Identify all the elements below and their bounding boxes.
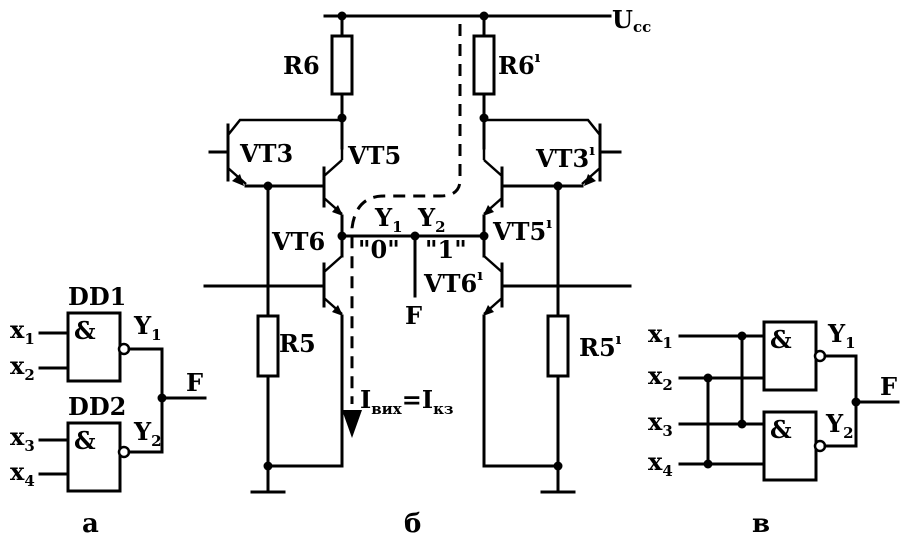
current-equation-label: Iвих=Iкз xyxy=(360,385,453,418)
transistor-vt5-prime-label: VT5ı xyxy=(492,214,552,246)
gate-dd2-label: DD2 xyxy=(68,392,126,421)
transistor-vt6-prime-label: VT6ı xyxy=(423,266,483,298)
transistor-vt5-label: VT5 xyxy=(347,141,401,170)
panel-b-caption: б xyxy=(404,509,421,539)
gate-dd1-label: DD1 xyxy=(68,282,126,311)
panel-a-caption: а xyxy=(82,509,99,539)
resistor-r6-prime xyxy=(472,34,496,96)
state-zero-label: "0" xyxy=(358,235,400,264)
input-x4-label: x4 xyxy=(10,457,35,490)
resistor-r5-prime-label: R5ı xyxy=(579,330,622,362)
supply-label: Ucc xyxy=(612,5,651,36)
resistor-r5-label: R5 xyxy=(279,329,316,358)
state-one-label: "1" xyxy=(425,235,467,264)
output-y1-label: Y1 xyxy=(133,311,162,344)
gate-upper-symbol: & xyxy=(770,325,792,354)
input-x2-label: x2 xyxy=(10,351,35,384)
output-y2-label: Y2 xyxy=(133,417,162,450)
transistor-vt6-label: VT6 xyxy=(271,227,325,256)
transistor-vt3-prime-label: VT3ı xyxy=(535,141,595,173)
input-x3-label: x3 xyxy=(10,422,35,455)
resistor-r6-label: R6 xyxy=(283,51,320,80)
input-x3-label: x3 xyxy=(648,407,673,440)
input-x1-label: x1 xyxy=(10,315,35,348)
panel-a: DD1 DD2 & & x1 x2 x3 x4 Y1 Y2 F а xyxy=(10,282,207,539)
input-x1-label: x1 xyxy=(648,319,673,352)
output-f-label: F xyxy=(880,372,897,401)
resistor-r6 xyxy=(330,34,354,96)
output-y2-label: Y2 xyxy=(825,409,854,442)
gate-lower-symbol: & xyxy=(770,415,792,444)
short-circuit-current-path xyxy=(350,24,462,404)
resistor-r5-prime xyxy=(546,314,570,378)
gate-dd1-symbol: & xyxy=(74,316,96,345)
gate-dd2-symbol: & xyxy=(74,426,96,455)
gate-dd2 xyxy=(66,421,122,493)
current-arrow-icon xyxy=(342,410,362,438)
input-x2-label: x2 xyxy=(648,361,673,394)
transistor-vt3-label: VT3 xyxy=(239,139,293,168)
output-f-label: F xyxy=(405,301,422,330)
resistor-r6-prime-label: R6ı xyxy=(498,48,541,80)
node-y1-label: Y1 xyxy=(374,203,403,236)
output-f-label: F xyxy=(186,368,203,397)
panel-b: Ucc R6 R6ı VT3 VT5 VT3ı VT6 VT5ı VT6ı R5… xyxy=(203,5,651,539)
gate-dd1 xyxy=(66,311,122,383)
panel-c: & & x1 x2 x3 x4 Y1 Y2 F в xyxy=(648,319,900,539)
gate-upper xyxy=(762,320,818,392)
node-y2-label: Y2 xyxy=(417,203,446,236)
resistor-r5 xyxy=(256,314,280,378)
output-y1-label: Y1 xyxy=(827,319,856,352)
input-x4-label: x4 xyxy=(648,447,673,480)
panel-c-caption: в xyxy=(752,509,770,539)
